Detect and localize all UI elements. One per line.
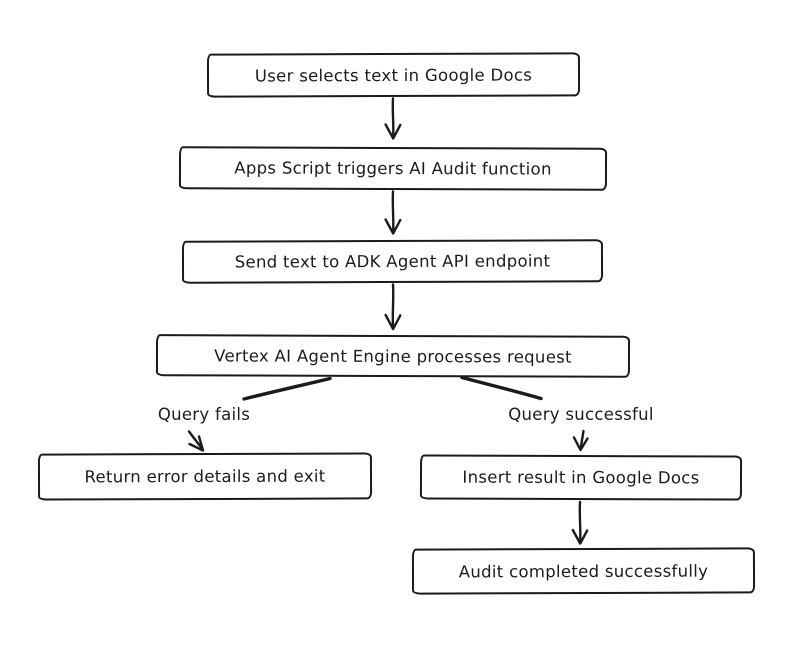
arrow-send-to-vertex (384, 283, 402, 331)
node-label: Audit completed successfully (458, 561, 709, 581)
edge-label-query-fails: Query fails (157, 405, 251, 424)
node-label: Insert result in Google Docs (462, 467, 700, 488)
edge-label-query-successful: Query successful (508, 405, 654, 424)
arrow-user-to-appsscript (384, 97, 402, 140)
arrow-appsscript-to-send (384, 190, 402, 235)
arrow-fails-to-return-error (187, 430, 205, 452)
node-vertex-processes: Vertex AI Agent Engine processes request (155, 334, 631, 378)
arrow-success-to-insert (572, 429, 589, 452)
node-send-text-adk: Send text to ADK Agent API endpoint (181, 239, 604, 284)
branch-line-query-successful (460, 375, 543, 401)
node-insert-result: Insert result in Google Docs (419, 454, 743, 501)
node-label: Return error details and exit (84, 466, 326, 487)
node-label: Apps Script triggers AI Audit function (234, 158, 552, 179)
node-audit-completed: Audit completed successfully (411, 547, 756, 595)
branch-line-query-fails (242, 376, 332, 401)
node-label: User selects text in Google Docs (254, 65, 533, 85)
arrow-insert-to-audit (571, 500, 589, 545)
node-label: Vertex AI Agent Engine processes request (214, 345, 572, 367)
node-user-selects-text: User selects text in Google Docs (206, 52, 581, 98)
node-label: Send text to ADK Agent API endpoint (234, 251, 551, 272)
node-return-error: Return error details and exit (37, 452, 373, 501)
node-apps-script-trigger: Apps Script triggers AI Audit function (178, 146, 608, 191)
